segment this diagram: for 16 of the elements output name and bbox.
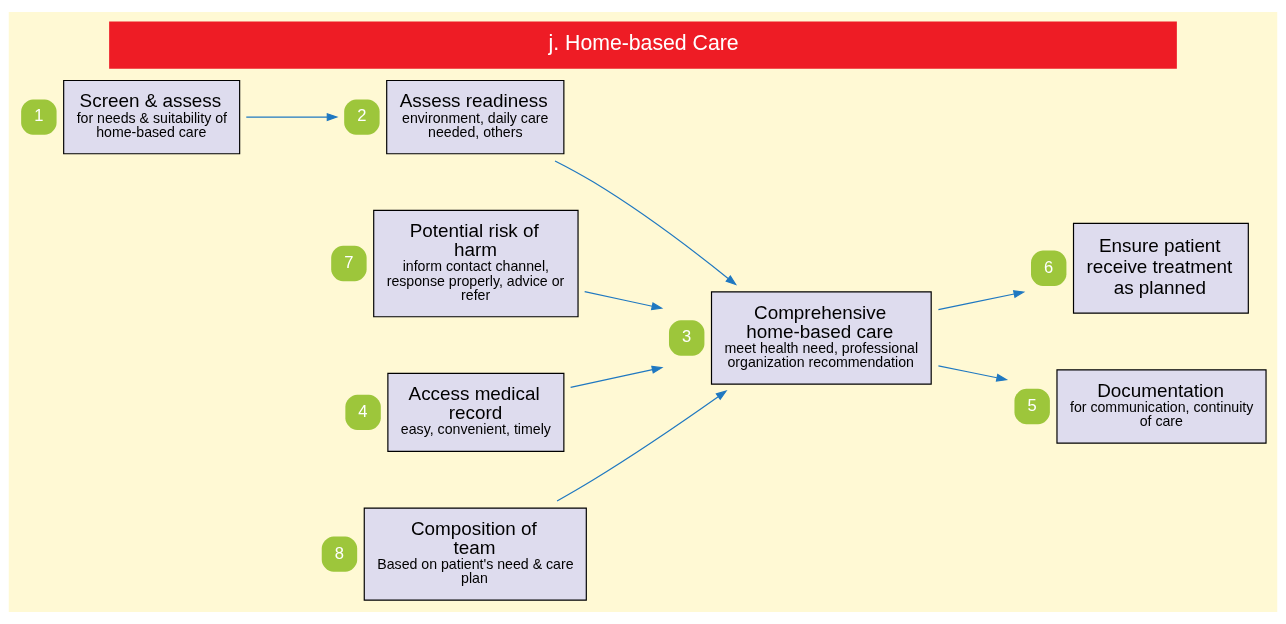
arrow bbox=[584, 291, 664, 311]
arrow bbox=[937, 365, 1009, 382]
node-label: 4 bbox=[358, 401, 368, 421]
node-label: 6 bbox=[1043, 257, 1054, 277]
arrow bbox=[570, 365, 664, 388]
node-label: 3 bbox=[681, 327, 692, 347]
arrow bbox=[556, 390, 728, 502]
node-label: 8 bbox=[334, 543, 344, 563]
arrow bbox=[554, 160, 738, 286]
node-label: 1 bbox=[34, 106, 44, 126]
diagram-title: j. Home-based Care bbox=[548, 31, 739, 56]
arrow bbox=[937, 290, 1026, 311]
node-label: 5 bbox=[1027, 395, 1037, 415]
node-label: 2 bbox=[357, 106, 367, 126]
node-label: 7 bbox=[344, 252, 354, 272]
arrow bbox=[245, 112, 339, 122]
